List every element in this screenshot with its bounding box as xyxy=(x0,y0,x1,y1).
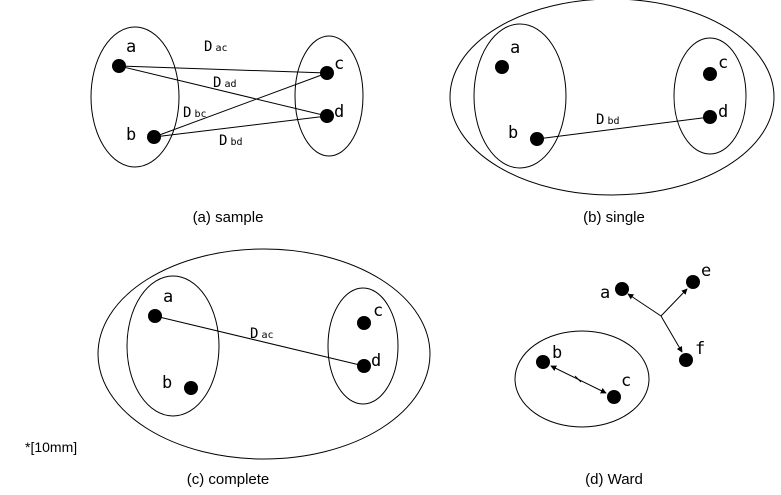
scale-note: *[10mm] xyxy=(25,439,77,455)
node-a xyxy=(112,59,126,73)
node-label-a: a xyxy=(600,283,610,303)
node-d xyxy=(703,110,717,124)
node-a xyxy=(495,60,509,74)
cluster-cd xyxy=(327,287,399,405)
node-label-d: d xyxy=(334,102,344,122)
cluster-cd xyxy=(673,37,747,155)
node-d xyxy=(320,109,334,123)
node-b xyxy=(184,381,198,395)
node-a xyxy=(148,309,162,323)
node-b xyxy=(530,132,544,146)
node-b xyxy=(147,130,161,144)
node-b xyxy=(536,355,550,369)
node-label-c: c xyxy=(334,54,344,74)
node-label-c: c xyxy=(373,301,383,321)
node-a xyxy=(615,282,629,296)
node-label-a: a xyxy=(126,37,136,57)
node-label-e: e xyxy=(701,261,711,281)
node-c xyxy=(320,66,334,80)
cluster-abcd xyxy=(449,0,775,196)
node-c xyxy=(607,390,621,404)
centroid-tick-bc xyxy=(574,375,582,383)
cluster-abcd xyxy=(97,248,431,460)
arrow-centroid-f xyxy=(660,315,683,353)
node-label-c: c xyxy=(718,53,728,73)
node-c xyxy=(357,316,371,330)
node-d xyxy=(357,359,371,373)
node-c xyxy=(703,67,717,81)
cluster-ab xyxy=(90,26,180,168)
cluster-ab xyxy=(126,275,220,417)
panel-caption: (c) complete xyxy=(187,471,270,488)
panel-ward: b c a e f (d) Ward xyxy=(514,261,711,488)
panel-caption: (d) Ward xyxy=(585,471,643,488)
edge-bd xyxy=(153,115,328,138)
edge-bc xyxy=(153,72,328,138)
node-label-a: a xyxy=(163,287,173,307)
panel-caption: (a) sample xyxy=(193,209,264,226)
cluster-ab xyxy=(473,23,567,169)
node-label-d: d xyxy=(718,102,728,122)
edge-bd xyxy=(536,116,711,140)
node-f xyxy=(679,353,693,367)
node-label-f: f xyxy=(695,339,705,359)
node-label-b: b xyxy=(552,343,562,363)
edge-ac xyxy=(154,315,365,367)
node-label-b: b xyxy=(508,123,518,143)
edge-ac xyxy=(118,65,328,74)
arrow-centroid-a xyxy=(627,293,662,317)
node-label-b: b xyxy=(126,125,136,145)
node-label-c: c xyxy=(621,371,631,391)
cluster-bc xyxy=(514,330,650,428)
node-label-d: d xyxy=(371,351,381,371)
arrow-centroid-e xyxy=(660,288,688,317)
edge-ad xyxy=(118,65,328,117)
node-label-b: b xyxy=(162,373,172,393)
node-e xyxy=(686,275,700,289)
node-label-a: a xyxy=(510,38,520,58)
panel-caption: (b) single xyxy=(583,209,645,226)
cluster-cd xyxy=(294,35,364,157)
